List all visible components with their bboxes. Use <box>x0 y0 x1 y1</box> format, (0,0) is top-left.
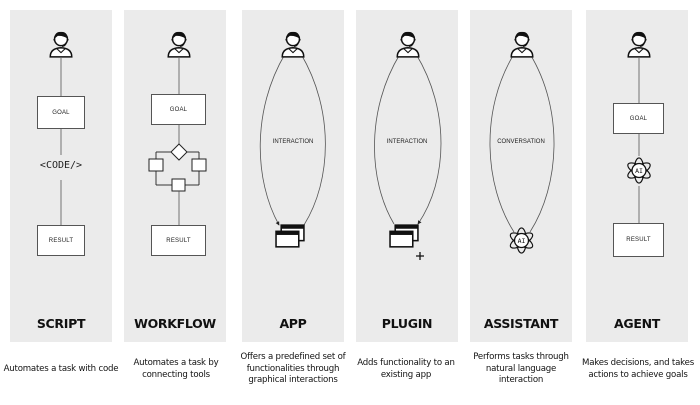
goal-box: GOAL <box>37 96 85 129</box>
conversation-label: CONVERSATION <box>497 139 545 145</box>
caption-plugin: Adds functionality to an existing app <box>357 358 455 380</box>
panel-agent: AI GOAL RESULT AGENT <box>586 10 688 342</box>
caption-script: Automates a task with code <box>3 364 119 374</box>
panel-script-connectors <box>49 31 73 225</box>
panel-title: SCRIPT <box>36 316 86 331</box>
panel-script: GOAL <CODE/> RESULT SCRIPT <box>10 10 112 342</box>
caption-assistant: Performs tasks through natural language … <box>473 352 569 385</box>
panel-agent-connectors: AI <box>625 31 653 223</box>
caption-app: Offers a predefined set of functionaliti… <box>240 352 346 385</box>
user-icon <box>396 31 420 58</box>
plugin-window-icon <box>389 224 424 260</box>
result-box: RESULT <box>613 223 664 257</box>
code-label: <CODE/> <box>39 160 83 171</box>
goal-box: GOAL <box>613 103 664 134</box>
panel-plugin-connectors <box>374 31 442 260</box>
panel-workflow-connectors <box>148 31 207 225</box>
flowchart-icon <box>148 143 207 192</box>
caption-workflow: Automates a task by connecting tools <box>133 358 219 380</box>
goal-box: GOAL <box>151 94 206 125</box>
result-label: RESULT <box>48 237 74 244</box>
panel-title: PLUGIN <box>381 316 433 331</box>
panel-plugin: INTERACTION PLUGIN <box>356 10 458 342</box>
result-label: RESULT <box>166 237 191 244</box>
goal-label: GOAL <box>52 109 70 116</box>
panel-app: INTERACTION APP <box>242 10 344 342</box>
result-box: RESULT <box>37 225 85 256</box>
app-window-icon <box>275 224 305 248</box>
panel-app-connectors <box>259 31 326 248</box>
panel-title: APP <box>279 316 307 331</box>
user-icon <box>49 31 73 58</box>
panel-title: ASSISTANT <box>483 316 559 331</box>
interaction-label: INTERACTION <box>272 139 314 145</box>
ai-label: AI <box>635 167 643 175</box>
panel-assistant-connectors: AI <box>489 31 555 254</box>
panel-title: AGENT <box>614 316 660 331</box>
panel-title: WORKFLOW <box>134 316 216 331</box>
ai-label: AI <box>518 237 526 245</box>
caption-agent: Makes decisions, and takes actions to ac… <box>582 358 694 380</box>
result-label: RESULT <box>626 237 651 243</box>
panel-workflow: GOAL RESULT WORKFLOW <box>124 10 226 342</box>
panel-assistant: AI CONVERSATION ASSISTANT <box>470 10 572 342</box>
interaction-label: INTERACTION <box>386 139 428 145</box>
user-icon <box>281 31 305 58</box>
user-icon <box>167 31 191 58</box>
result-box: RESULT <box>151 225 206 256</box>
goal-label: GOAL <box>169 106 188 113</box>
user-icon <box>627 31 651 58</box>
goal-label: GOAL <box>629 115 648 122</box>
user-icon <box>510 31 534 58</box>
